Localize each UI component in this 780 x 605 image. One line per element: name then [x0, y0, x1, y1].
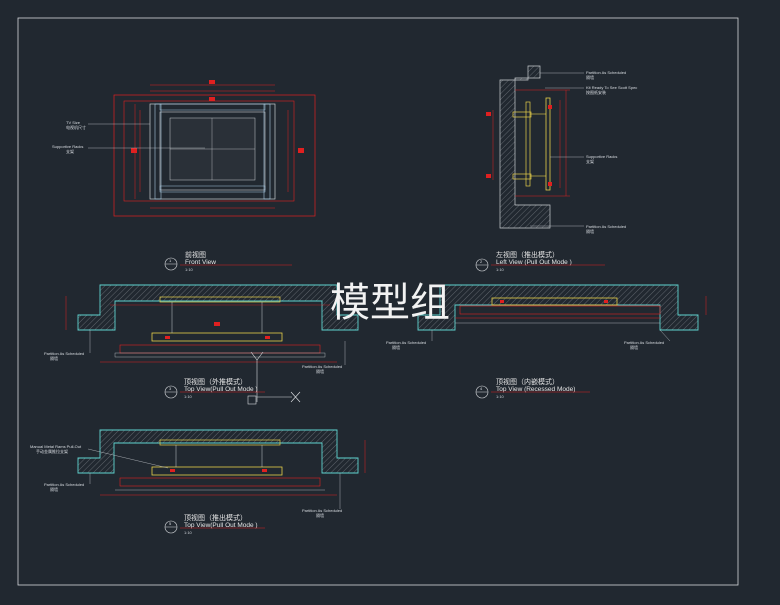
top3-view-number: 5: [169, 521, 172, 526]
front-view-number: 1: [169, 258, 172, 263]
top1-partition-right-label-cn: 隔墙: [316, 368, 324, 374]
front-view: TV Size 电视机尺寸 Supportive Racks 支架: [52, 80, 316, 217]
left-racks-label-cn: 支架: [586, 158, 594, 164]
top1-partition-right-label: Partition As Scheduled: [302, 364, 342, 369]
front-view-title-en: Front View: [185, 259, 216, 266]
top2-view-scale: 1:10: [496, 394, 505, 399]
top2-partition-label-cn: 隔墙: [392, 344, 400, 350]
front-view-title-cn: 前视图: [185, 250, 206, 259]
top1-view-scale: 1:10: [184, 394, 193, 399]
left-view-number: 2: [480, 259, 483, 264]
front-view-title: 1 前视图 Front View 1:10: [164, 250, 292, 272]
top3-view-title-cn: 顶视图（推出模式）: [184, 513, 247, 522]
manual-metal-label-cn: 手动金属推拉支架: [36, 448, 68, 454]
top-view-3-title: 5 顶视图（推出模式） Top View(Pull Out Mode ) 1:1…: [164, 513, 265, 535]
left-partition-bottom-label-cn: 隔墙: [586, 228, 594, 234]
top1-view-number: 3: [169, 386, 172, 391]
top3-partition-label-cn: 隔墙: [50, 486, 58, 492]
supportive-racks-label-cn: 支架: [66, 148, 74, 154]
top-view-2-title: 4 顶视图（内嵌模式） Top View (Recessed Mode) 1:1…: [475, 377, 590, 399]
top3-partition-right-label-cn: 隔墙: [316, 512, 324, 518]
top2-partition-right-label-cn: 隔墙: [630, 344, 638, 350]
left-view-title-en: Left View (Pull Out Mode ): [496, 259, 572, 266]
tv-size-label-cn: 电视机尺寸: [66, 124, 86, 130]
top1-partition-label-cn: 隔墙: [50, 355, 58, 361]
top-view-pull-out-2: Manual Metal Rams Pull-Out 手动金属推拉支架 Part…: [30, 429, 366, 518]
top3-partition-label: Partition As Scheduled: [44, 482, 84, 487]
supportive-racks-label: Supportive Racks: [52, 144, 83, 149]
top3-view-scale: 1:10: [184, 530, 193, 535]
top2-view-title-cn: 顶视图（内嵌模式）: [496, 377, 559, 386]
manual-metal-label: Manual Metal Rams Pull-Out: [30, 444, 82, 449]
top2-view-number: 4: [480, 386, 483, 391]
top1-view-title-en: Top View(Pull Out Mode ): [184, 386, 258, 393]
left-view-scale: 1:10: [496, 267, 505, 272]
top-view-pull-out-1: Partition As Scheduled 隔墙 Partition As S…: [44, 284, 359, 405]
left-view-title: 2 左视图（推出模式） Left View (Pull Out Mode ) 1…: [475, 250, 605, 272]
top2-view-title-en: Top View (Recessed Mode): [496, 386, 575, 393]
tv-size-label: TV Size: [66, 120, 81, 125]
left-view-title-cn: 左视图（推出模式）: [496, 250, 559, 259]
top-view-1-title: 3 顶视图（外推模式） Top View(Pull Out Mode ) 1:1…: [164, 377, 265, 399]
left-kit-label: Kit Ready To See Scott Spec: [586, 85, 637, 90]
front-view-scale: 1:10: [185, 267, 194, 272]
left-racks-label: Supportive Racks: [586, 154, 617, 159]
top3-partition-right-label: Partition As Scheduled: [302, 508, 342, 513]
left-view: Partition As Scheduled 隔墙 Kit Ready To S…: [486, 65, 637, 234]
top-view-recessed: Partition As Scheduled 隔墙 Partition As S…: [386, 284, 707, 350]
drawing-border: [17, 17, 739, 586]
left-partition-bottom-label: Partition As Scheduled: [586, 224, 626, 229]
top1-partition-label: Partition As Scheduled: [44, 351, 84, 356]
top2-partition-label: Partition As Scheduled: [386, 340, 426, 345]
left-partition-label: Partition As Scheduled: [586, 70, 626, 75]
top3-view-title-en: Top View(Pull Out Mode ): [184, 522, 258, 529]
top1-view-title-cn: 顶视图（外推模式）: [184, 377, 247, 386]
left-partition-label-cn: 隔墙: [586, 74, 594, 80]
top2-partition-right-label: Partition As Scheduled: [624, 340, 664, 345]
watermark-text: 模型组: [330, 280, 450, 326]
left-kit-label-cn: 按图纸安装: [586, 89, 606, 95]
